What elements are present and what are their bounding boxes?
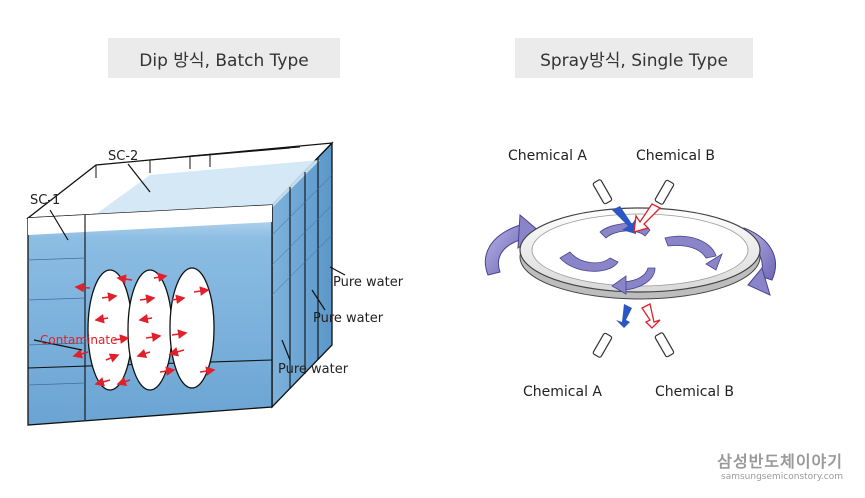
wafers [87, 267, 215, 391]
watermark-sub: samsungsemiconstory.com [721, 472, 843, 482]
dip-title: Dip 방식, Batch Type [108, 38, 340, 78]
pure-water-label-2: Pure water [313, 311, 384, 326]
chem-a-top-label: Chemical A [508, 148, 587, 164]
chemical-spray-arrows [612, 203, 662, 329]
contaminate-label: Contaminate [40, 333, 117, 347]
watermark-main: 삼성반도체이야기 [717, 452, 843, 471]
contaminant-arrows [72, 272, 216, 387]
spray-title: Spray방식, Single Type [515, 38, 753, 78]
sc2-label: SC-2 [108, 149, 138, 164]
dip-leader-lines [33, 163, 346, 361]
spray-wafer [484, 207, 776, 300]
pure-water-label-3: Pure water [278, 362, 349, 377]
watermark: 삼성반도체이야기 samsungsemiconstory.com [717, 448, 843, 482]
chem-a-bottom-label: Chemical A [523, 384, 602, 400]
chem-b-top-label: Chemical B [636, 148, 715, 164]
pure-water-label-1: Pure water [333, 275, 404, 290]
sc1-label: SC-1 [30, 193, 60, 208]
spray-nozzles [592, 179, 675, 358]
dip-tank [25, 141, 334, 426]
chem-b-bottom-label: Chemical B [655, 384, 734, 400]
